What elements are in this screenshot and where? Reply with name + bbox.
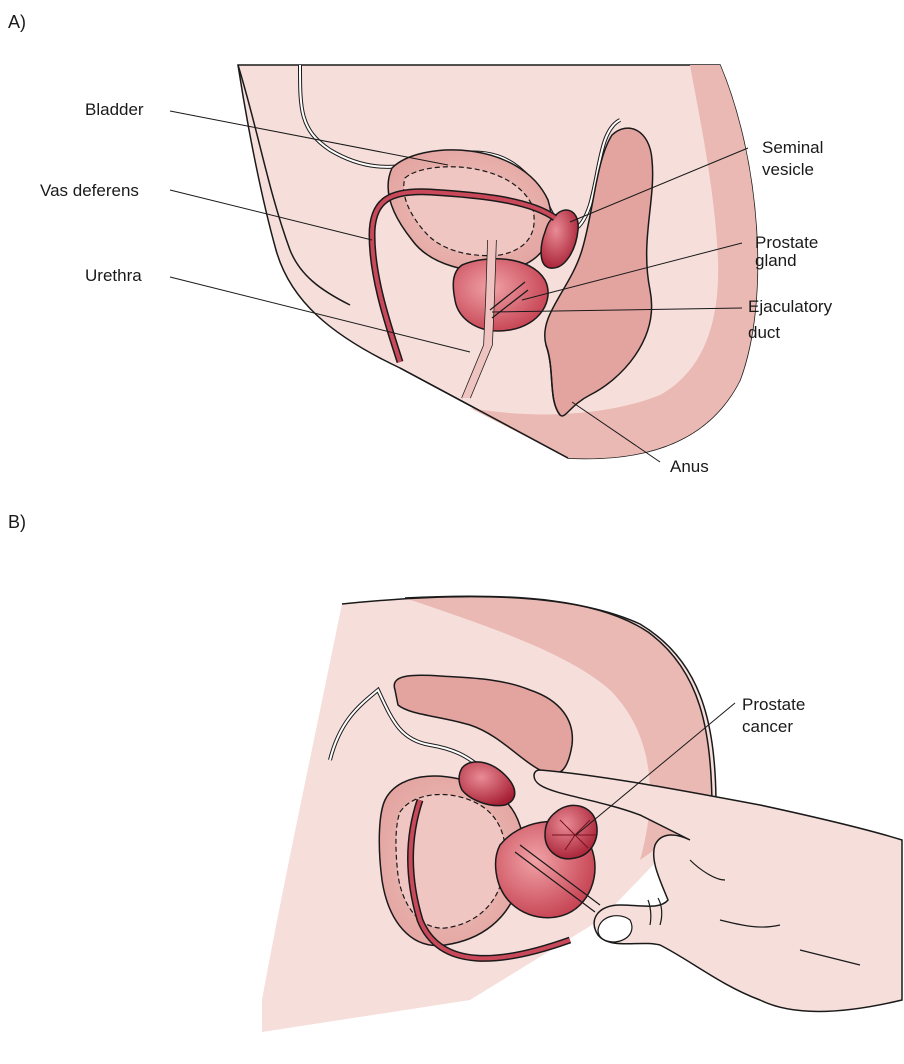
prostate-a — [453, 259, 548, 331]
label-ejaculatory-duct-line2: duct — [748, 322, 832, 344]
panel-b-drawing — [262, 596, 902, 1032]
label-seminal-vesicle-line1: Seminal — [762, 137, 823, 159]
label-bladder: Bladder — [85, 99, 144, 121]
label-prostate-cancer: Prostate cancer — [742, 694, 805, 738]
label-prostate-gland-line2: gland — [755, 254, 818, 268]
label-seminal-vesicle: Seminal vesicle — [762, 137, 823, 181]
label-prostate-cancer-line1: Prostate — [742, 694, 805, 716]
label-ejaculatory-duct: Ejaculatory duct — [748, 296, 832, 344]
panel-a-label: A) — [8, 12, 26, 33]
label-vas-deferens: Vas deferens — [40, 180, 139, 202]
label-ejaculatory-duct-line1: Ejaculatory — [748, 296, 832, 318]
label-prostate-cancer-line2: cancer — [742, 716, 805, 738]
label-anus: Anus — [670, 456, 709, 478]
label-urethra: Urethra — [85, 265, 142, 287]
panel-b-label: B) — [8, 512, 26, 533]
label-prostate-gland: Prostate gland — [755, 232, 818, 268]
panel-a-drawing — [170, 65, 757, 462]
label-seminal-vesicle-line2: vesicle — [762, 159, 823, 181]
